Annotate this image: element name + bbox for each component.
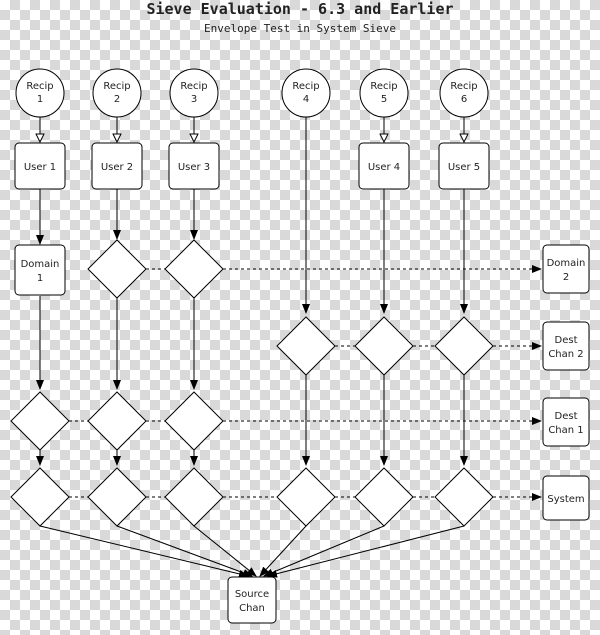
decision-diamond (87, 391, 147, 451)
svg-text:6: 6 (461, 94, 467, 105)
decision-diamond (354, 316, 414, 376)
decision-diamond (164, 239, 224, 299)
svg-text:Domain: Domain (547, 258, 586, 269)
svg-text:User 1: User 1 (24, 162, 56, 173)
page-subtitle: Envelope Test in System Sieve (203, 22, 397, 35)
svg-text:Recip: Recip (26, 81, 53, 92)
svg-text:Recip: Recip (292, 81, 319, 92)
destination-dest-chan-2: Dest Chan 2 (542, 321, 590, 371)
source-chan-box: Source Chan (227, 576, 277, 624)
domain-1-box: Domain 1 (14, 244, 66, 296)
svg-text:Recip: Recip (450, 81, 477, 92)
decision-diamond (354, 467, 414, 527)
decision-diamond (434, 467, 494, 527)
connectors (40, 117, 464, 578)
svg-text:Chan 1: Chan 1 (548, 425, 583, 436)
svg-text:Recip: Recip (370, 81, 397, 92)
svg-text:2: 2 (114, 94, 120, 105)
svg-text:User 4: User 4 (368, 162, 400, 173)
svg-text:Source: Source (235, 589, 269, 600)
svg-text:Chan: Chan (239, 603, 265, 614)
decision-diamond (276, 316, 336, 376)
svg-text:Recip: Recip (103, 81, 130, 92)
recipient-4: Recip 4 (281, 68, 331, 118)
recipient-2: Recip 2 (92, 68, 142, 118)
svg-text:4: 4 (303, 94, 309, 105)
decision-diamond (10, 391, 70, 451)
svg-text:Dest: Dest (555, 335, 578, 346)
decision-diamond (87, 239, 147, 299)
page-title: Sieve Evaluation - 6.3 and Earlier (146, 0, 454, 18)
svg-text:System: System (547, 494, 584, 505)
svg-text:User 5: User 5 (448, 162, 480, 173)
destination-domain-2: Domain 2 (542, 244, 590, 294)
svg-text:2: 2 (563, 272, 569, 283)
recipient-5: Recip 5 (359, 68, 409, 118)
user-4-box: User 4 (358, 142, 410, 190)
svg-text:User 2: User 2 (101, 162, 133, 173)
svg-text:1: 1 (37, 94, 43, 105)
decision-diamond (276, 467, 336, 527)
decision-diamond (164, 391, 224, 451)
svg-text:Chan 2: Chan 2 (548, 349, 583, 360)
decision-diamond (87, 467, 147, 527)
svg-text:Dest: Dest (555, 411, 578, 422)
user-2-box: User 2 (91, 142, 143, 190)
user-3-box: User 3 (168, 142, 220, 190)
decision-diamond (164, 467, 224, 527)
svg-text:3: 3 (191, 94, 197, 105)
svg-text:1: 1 (37, 273, 43, 284)
recipient-1: Recip 1 (15, 68, 65, 118)
svg-text:5: 5 (381, 94, 387, 105)
recipient-3: Recip 3 (169, 68, 219, 118)
svg-text:Recip: Recip (180, 81, 207, 92)
decision-diamonds (10, 239, 494, 527)
destination-system: System (542, 475, 590, 521)
user-5-box: User 5 (438, 142, 490, 190)
decision-diamond (434, 316, 494, 376)
svg-text:User 3: User 3 (178, 162, 210, 173)
destination-dest-chan-1: Dest Chan 1 (542, 397, 590, 447)
dotted-connectors (69, 265, 542, 501)
user-1-box: User 1 (14, 142, 66, 190)
svg-text:Domain: Domain (21, 259, 60, 270)
decision-diamond (10, 467, 70, 527)
recipient-6: Recip 6 (439, 68, 489, 118)
